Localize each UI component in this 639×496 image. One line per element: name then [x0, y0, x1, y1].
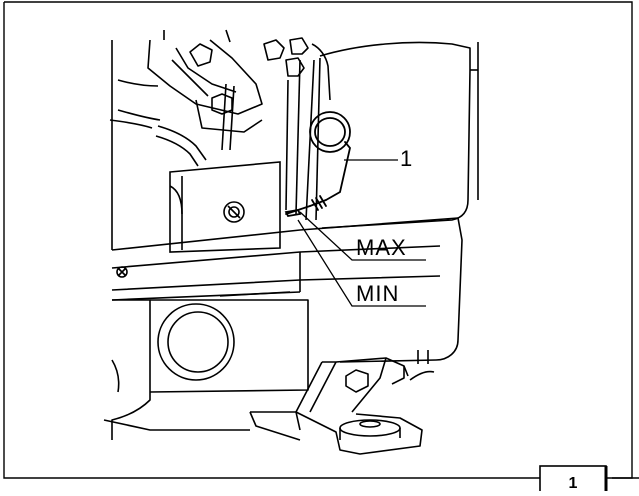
figure-number: 1: [569, 475, 578, 491]
max-leader: [299, 211, 426, 261]
min-label: MIN: [356, 281, 399, 306]
dipstick: [284, 111, 351, 217]
sensor-block: [169, 161, 281, 253]
sight-window: [157, 303, 235, 381]
upper-mechanism: [109, 29, 309, 250]
max-label: MAX: [356, 235, 407, 260]
figure-frame: [3, 1, 633, 479]
callout-number: 1: [400, 146, 412, 171]
figure-number-box: 1: [539, 465, 639, 493]
min-leader: [297, 219, 426, 307]
level-leaders: [297, 159, 426, 307]
tank-body: [103, 41, 479, 440]
mounting-foot: [249, 350, 435, 455]
